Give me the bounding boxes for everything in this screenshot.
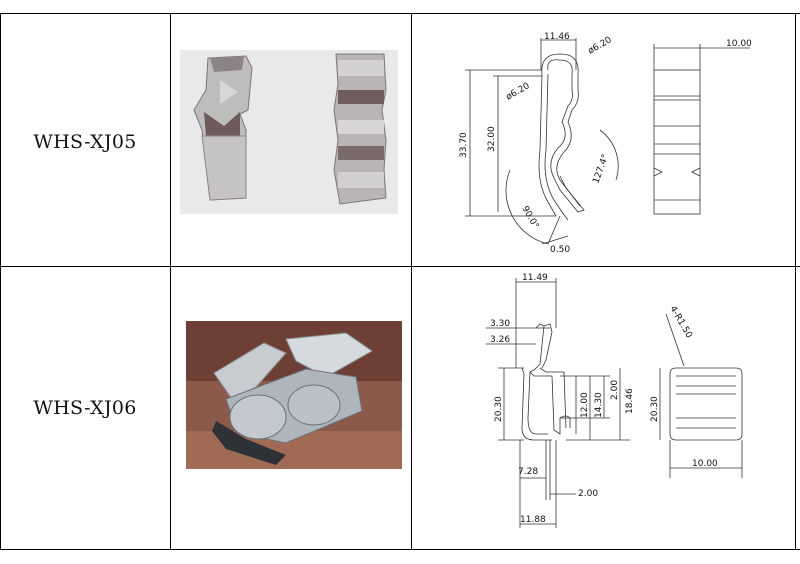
dim-radius: 4-R1.50 [667, 305, 693, 341]
column-divider [0, 13, 1, 549]
dim-angle-right: 127.4° [591, 153, 611, 185]
dim-side-height: 20.30 [650, 396, 660, 422]
dim-12-00: 12.00 [580, 392, 590, 418]
dim-3-26: 3.26 [490, 335, 510, 345]
dim-height-left: 20.30 [494, 396, 504, 422]
dim-height-outer: 33.70 [459, 132, 469, 158]
dim-angle-bottom: 90.0° [519, 205, 540, 231]
column-divider [795, 13, 796, 549]
row-divider [0, 266, 800, 267]
dim-radius-side: ø6.20 [505, 81, 532, 103]
metal-clip-photo [180, 50, 398, 214]
dim-18-46: 18.46 [625, 388, 635, 414]
dim-height-inner: 32.00 [487, 126, 497, 152]
dim-2-00-horizontal: 2.00 [578, 489, 598, 499]
dim-side-width: 10.00 [726, 39, 752, 49]
table-top-border [0, 13, 800, 14]
clip-technical-drawing: 11.46 ø6.20 ø6.20 33.70 32.00 127.4° 90.… [459, 32, 752, 255]
dim-2-00-vertical: 2.00 [610, 380, 620, 400]
model-label: WHS-XJ05 [33, 131, 137, 153]
table-bottom-border [0, 549, 800, 550]
dim-side-width: 10.00 [692, 459, 718, 469]
dim-radius-top: ø6.20 [587, 35, 614, 57]
dim-thickness: 0.50 [550, 245, 570, 255]
column-divider [411, 13, 412, 549]
dim-3-30: 3.30 [490, 319, 510, 329]
column-divider [170, 13, 171, 549]
dim-top-width: 11.49 [522, 273, 548, 283]
dim-14-30: 14.30 [594, 392, 604, 418]
dim-bottom-width: 11.88 [520, 515, 546, 525]
clip-technical-drawing: 11.49 3.30 3.26 20.30 12.00 14.30 2.00 1… [486, 273, 743, 528]
metal-clip-photo [186, 321, 402, 469]
dim-7-28: 7.28 [518, 467, 538, 477]
dim-top-width: 11.46 [544, 32, 570, 42]
model-label: WHS-XJ06 [33, 397, 137, 419]
